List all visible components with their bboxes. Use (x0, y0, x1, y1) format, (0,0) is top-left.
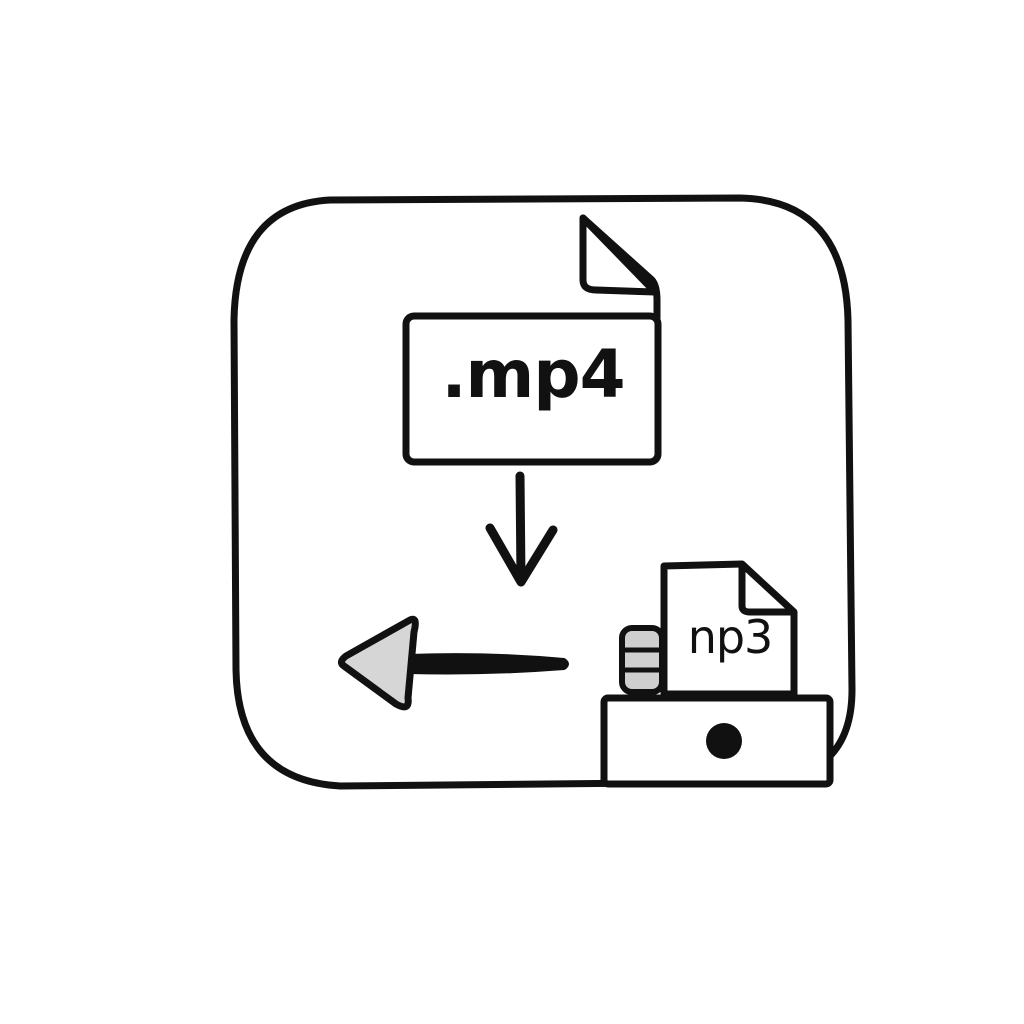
mp3-file-icon (660, 560, 798, 698)
disk-stack-icon (619, 625, 665, 695)
arrow-down-icon (485, 471, 558, 587)
mp4-file-icon (402, 214, 662, 466)
drive-icon (600, 694, 834, 788)
mp4-label-box (402, 312, 662, 466)
output-file-label: np3 (687, 610, 774, 664)
drive-led-icon (706, 723, 742, 759)
source-file-label: .mp4 (441, 336, 625, 413)
arrow-left-icon (337, 615, 569, 711)
file-fold-edge (579, 214, 661, 322)
